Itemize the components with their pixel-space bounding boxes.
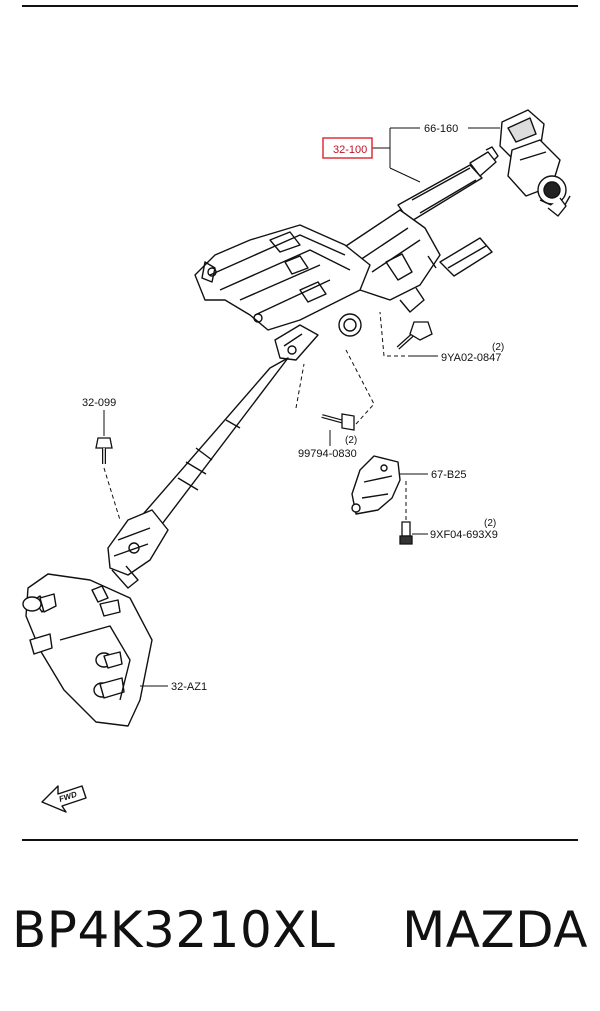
callout-32-100: 32-100 [333, 144, 367, 156]
callout-32-az1: 32-AZ1 [171, 681, 207, 693]
qty-9xf04: (2) [484, 518, 496, 529]
callout-highlight-box [322, 137, 373, 159]
bolt-9ya02 [396, 321, 433, 350]
brand-name: MAZDA [402, 901, 588, 959]
callout-66-160: 66-160 [424, 123, 458, 135]
bracket-67-b25 [351, 455, 401, 515]
qty-99794: (2) [345, 435, 357, 446]
bolt-99794 [321, 413, 355, 431]
leader-lines [103, 127, 500, 687]
fwd-arrow-icon: FWD [41, 785, 87, 813]
caption-bar: BP4K3210XL MAZDA [0, 885, 600, 975]
bolt-32-099 [95, 437, 113, 464]
column-cover-32-az1 [22, 573, 153, 727]
part-number: BP4K3210XL [12, 901, 336, 959]
steering-column-assembly [107, 146, 499, 589]
callout-9xf04: 9XF04-693X9 [430, 529, 498, 541]
callout-99794: 99794-0830 [298, 448, 357, 460]
screw-9xf04 [399, 521, 413, 545]
callout-9ya02: 9YA02-0847 [441, 352, 501, 364]
callout-32-099: 32-099 [82, 397, 116, 409]
callout-67-b25: 67-B25 [431, 469, 466, 481]
steering-column-diagram: 32-100 66-160 (2) 9YA02-0847 32-099 (2) … [22, 5, 578, 841]
ignition-switch-assembly [499, 109, 571, 217]
qty-9ya02: (2) [492, 342, 504, 353]
